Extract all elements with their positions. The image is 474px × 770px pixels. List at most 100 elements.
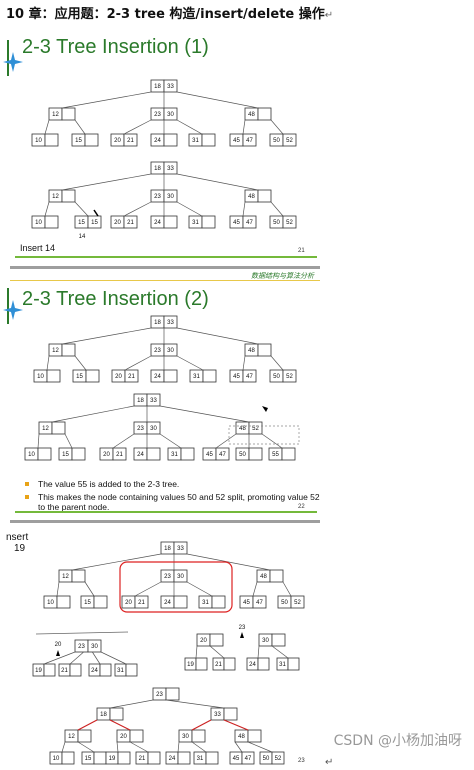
bullet-icon — [25, 482, 29, 486]
node-key: 52 — [286, 138, 293, 144]
node-cell — [69, 663, 82, 677]
tree-edge — [176, 173, 259, 191]
tree-edge — [134, 581, 162, 597]
node-key: 23 — [78, 644, 85, 650]
tree-edge — [247, 741, 273, 753]
node-key: 24 — [164, 600, 171, 606]
star-icon — [3, 40, 23, 76]
tree-edge — [123, 119, 152, 135]
tree-node: 48 — [234, 729, 262, 743]
tree-edge — [186, 581, 213, 597]
node-key: 12 — [52, 348, 59, 354]
tree-edge — [61, 91, 152, 109]
node-cell — [202, 369, 217, 383]
node-key: 18 — [100, 712, 107, 718]
node-cell — [37, 447, 52, 461]
node-key: 50 — [281, 600, 288, 606]
node-key: 48 — [248, 194, 255, 200]
insert-label: 20 — [55, 642, 62, 648]
tree-node: 31 — [188, 215, 216, 229]
node-cell — [165, 687, 180, 701]
page-number: 23 — [298, 758, 305, 764]
node-key: 33 — [214, 712, 221, 718]
node-cell — [163, 315, 178, 329]
tree-edge — [35, 631, 129, 635]
tree-node: 15 — [80, 595, 108, 609]
tree-node: 10 — [43, 595, 71, 609]
promote-arrow — [56, 650, 60, 656]
tree-node: 33 — [210, 707, 238, 721]
tree-node: 12 — [64, 729, 92, 743]
tree-edge — [234, 741, 243, 753]
tree-edge — [44, 201, 50, 217]
node-cell — [269, 569, 284, 583]
node-key: 50 — [273, 374, 280, 380]
tree-edge — [64, 433, 73, 449]
node-key: 47 — [256, 600, 263, 606]
node-key: 15 — [75, 138, 82, 144]
tree-edge — [61, 327, 152, 345]
node-cell — [257, 107, 272, 121]
caption-line: nsert — [6, 532, 29, 543]
node-key: 15 — [91, 220, 98, 226]
node-key: 47 — [219, 452, 226, 458]
node-cell — [87, 639, 102, 653]
node-cell — [123, 215, 138, 229]
node-key: 19 — [35, 668, 42, 674]
node-key: 45 — [233, 220, 240, 226]
tree-node: 23 30 — [74, 639, 102, 653]
node-key: 24 — [154, 138, 161, 144]
node-key: 30 — [91, 644, 98, 650]
tree-node: 12 — [48, 107, 76, 121]
tree-node: 19 — [105, 751, 131, 765]
highlight-region — [119, 561, 233, 613]
node-cell — [271, 751, 285, 765]
node-cell — [56, 595, 71, 609]
node-key: 47 — [245, 756, 252, 762]
node-cell — [117, 751, 131, 765]
node-key: 12 — [52, 194, 59, 200]
node-key: 20 — [200, 638, 207, 644]
tree-edge — [109, 699, 154, 709]
node-cell — [191, 729, 206, 743]
node-key: 33 — [150, 398, 157, 404]
node-key: 19 — [109, 756, 116, 762]
node-key: 30 — [177, 574, 184, 580]
tree-edge — [242, 355, 246, 371]
node-cell — [93, 751, 107, 765]
node-key: 18 — [164, 546, 171, 552]
node-key: 10 — [35, 220, 42, 226]
node-key: 50 — [239, 452, 246, 458]
node-key: 10 — [28, 452, 35, 458]
node-key: 15 — [84, 600, 91, 606]
node-cell — [125, 663, 138, 677]
node-key: 18 — [154, 166, 161, 172]
tree-node: 31 — [114, 663, 138, 677]
node-cell — [242, 133, 257, 147]
node-key: 45 — [243, 600, 250, 606]
node-key: 10 — [53, 756, 60, 762]
node-key: 18 — [137, 398, 144, 404]
tree-node: 23 — [152, 687, 180, 701]
node-key: 20 — [114, 138, 121, 144]
tree-edge — [46, 355, 50, 371]
node-key: 48 — [260, 574, 267, 580]
tree-node: 12 — [58, 569, 86, 583]
slide-title: 2-3 Tree Insertion (2) — [22, 288, 209, 310]
node-cell — [242, 369, 257, 383]
slide-caption: Insert 14 — [20, 243, 56, 253]
node-cell — [77, 729, 92, 743]
node-cell — [61, 751, 75, 765]
node-key: 20 — [114, 220, 121, 226]
